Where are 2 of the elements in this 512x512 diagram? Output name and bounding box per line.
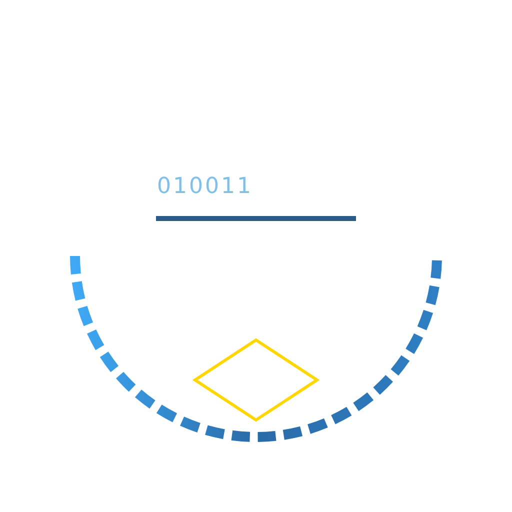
- diamond-shape: [192, 338, 320, 422]
- binary-code-text: 010011: [157, 174, 253, 200]
